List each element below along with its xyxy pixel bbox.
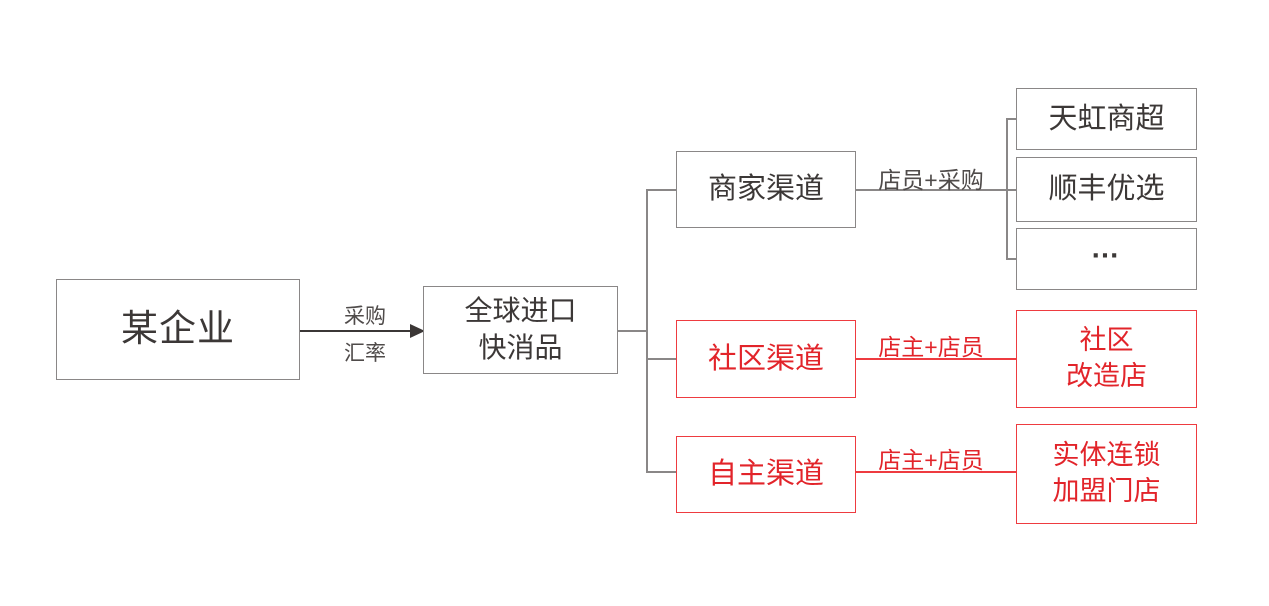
node-company-label: 某企业 bbox=[121, 308, 235, 350]
connector-product-to-trunk bbox=[617, 330, 648, 332]
node-product-line1: 全球进口 bbox=[464, 295, 577, 327]
node-chain-store-line2: 加盟门店 bbox=[1052, 476, 1161, 506]
node-community-channel: 社区渠道 bbox=[676, 320, 856, 398]
node-community-store-line2: 改造店 bbox=[1066, 361, 1147, 391]
node-merchant-channel-label: 商家渠道 bbox=[707, 173, 824, 206]
edge-label-owner-clerk-community: 店主+店员 bbox=[878, 334, 984, 360]
connector-trunk-to-community bbox=[646, 358, 676, 360]
node-tianhong-label: 天虹商超 bbox=[1048, 102, 1165, 135]
node-product-line2: 快消品 bbox=[478, 332, 563, 363]
node-self-channel-label: 自主渠道 bbox=[707, 458, 824, 491]
node-sf-best: 顺丰优选 bbox=[1016, 157, 1197, 222]
edge-label-clerk-procurement: 店员+采购 bbox=[878, 167, 984, 193]
connector-bracket-to-tianhong bbox=[1006, 118, 1016, 120]
node-more-stores-label: … bbox=[1090, 232, 1123, 265]
node-community-store-line1: 社区 bbox=[1079, 325, 1134, 356]
node-community-channel-label: 社区渠道 bbox=[707, 342, 824, 375]
node-chain-store: 实体连锁 加盟门店 bbox=[1016, 424, 1197, 524]
edge-label-exchange-rate: 汇率 bbox=[344, 342, 386, 365]
node-community-store: 社区 改造店 bbox=[1016, 310, 1197, 408]
edge-company-product-line bbox=[300, 330, 412, 332]
connector-stores-bracket-vertical bbox=[1006, 118, 1008, 260]
edge-label-owner-clerk-self: 店主+店员 bbox=[878, 447, 984, 473]
node-sf-best-label: 顺丰优选 bbox=[1048, 173, 1165, 206]
arrow-right-icon bbox=[410, 324, 425, 338]
node-self-channel: 自主渠道 bbox=[676, 436, 856, 513]
edge-community-store-line bbox=[856, 358, 1016, 360]
node-tianhong: 天虹商超 bbox=[1016, 88, 1197, 150]
node-merchant-channel: 商家渠道 bbox=[676, 151, 856, 228]
connector-trunk-vertical bbox=[646, 189, 648, 473]
node-more-stores: … bbox=[1016, 228, 1197, 290]
connector-trunk-to-merchant bbox=[646, 189, 676, 191]
node-company: 某企业 bbox=[56, 279, 300, 380]
edge-merchant-stores-line bbox=[856, 189, 1016, 191]
node-chain-store-line1: 实体连锁 bbox=[1052, 440, 1161, 471]
connector-bracket-to-more bbox=[1006, 258, 1016, 260]
edge-self-store-line bbox=[856, 471, 1016, 473]
edge-label-procurement: 采购 bbox=[344, 305, 386, 328]
node-product: 全球进口 快消品 bbox=[423, 286, 618, 374]
connector-trunk-to-self bbox=[646, 471, 676, 473]
